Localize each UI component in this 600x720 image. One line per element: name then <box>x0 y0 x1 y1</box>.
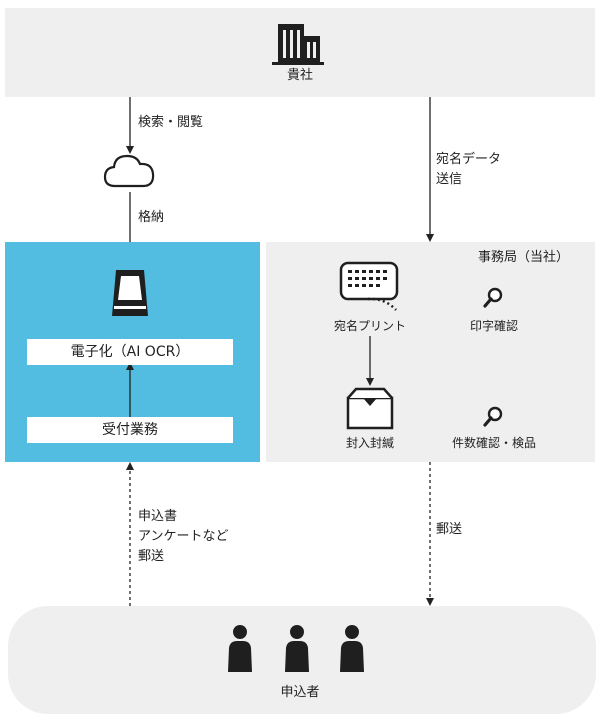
building-icon <box>272 24 324 65</box>
sealing-label: 封入封緘 <box>345 436 394 450</box>
person-icon <box>285 625 309 672</box>
company-label: 貴社 <box>286 68 313 83</box>
printer-icon <box>339 261 399 311</box>
address-send-label: 宛名データ 送信 <box>436 152 502 187</box>
reception-step: 受付業務 <box>27 417 233 443</box>
ocr-step: 電子化（AI OCR） <box>27 339 233 365</box>
person-icon <box>340 625 364 672</box>
search-view-label: 検索・閲覧 <box>138 115 204 130</box>
person-icon <box>228 625 252 672</box>
magnifier-icon <box>483 406 503 427</box>
address-print-label: 宛名プリント <box>333 319 406 333</box>
box-icon <box>346 387 394 430</box>
scanner-icon <box>112 270 148 316</box>
office-panel <box>266 242 595 462</box>
applicant-label: 申込者 <box>280 685 320 700</box>
mail-label: 郵送 <box>436 522 463 537</box>
count-inspect-label: 件数確認・検品 <box>451 436 536 450</box>
storage-label: 格納 <box>138 210 165 225</box>
cloud-icon <box>103 154 155 188</box>
print-check-label: 印字確認 <box>469 319 518 333</box>
magnifier-icon <box>483 287 503 308</box>
office-title: 事務局（当社） <box>478 250 570 265</box>
application-mail-label: 申込書 アンケートなど 郵送 <box>138 509 229 564</box>
